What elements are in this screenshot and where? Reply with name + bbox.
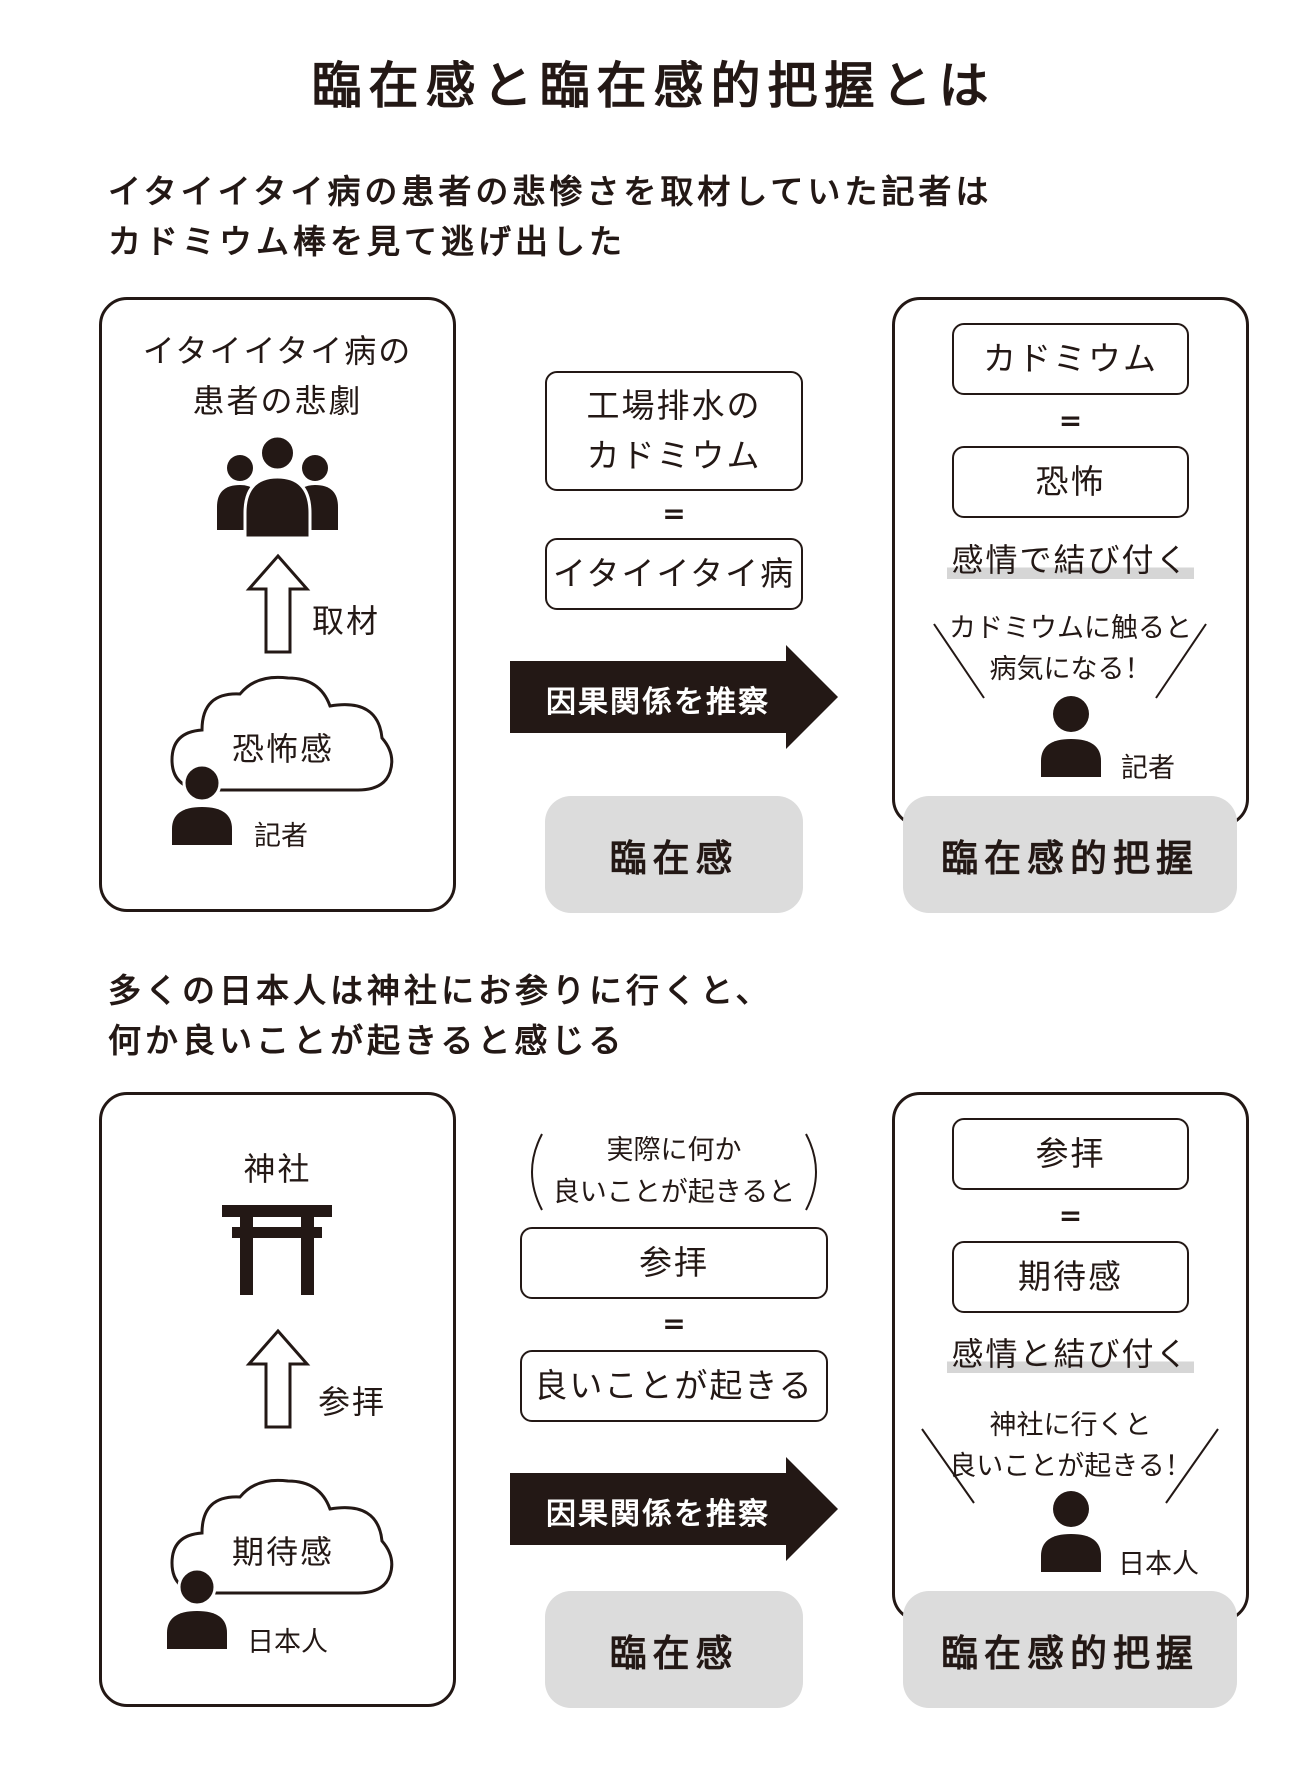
concept-presence: 臨在感 — [545, 796, 803, 913]
worship-label: 参拝 — [318, 1383, 387, 1421]
people-group-icon — [217, 434, 338, 540]
cause-box: 工場排水の カドミウム — [545, 371, 803, 491]
condition-note: 実際に何か 良いことが起きると — [520, 1130, 828, 1214]
page-title: 臨在感と臨在感的把握とは — [311, 57, 996, 115]
speech-lines — [921, 1428, 1219, 1504]
person-label: 日本人 — [247, 1627, 328, 1658]
infer-causality-label: 因果関係を推察 — [546, 1497, 770, 1532]
thought-cloud-icon — [170, 1478, 394, 1595]
left-panel-top-text: イタイイタイ病の 患者の悲劇 — [99, 326, 456, 426]
concept-presence-grasp: 臨在感的把握 — [903, 1591, 1237, 1708]
speech-line2: 病気になる！ — [989, 654, 1152, 685]
cloud-text: 期待感 — [231, 1533, 334, 1571]
thought-cloud-icon — [170, 675, 394, 792]
person-icon — [167, 1567, 227, 1649]
left-panel — [99, 297, 456, 912]
section-heading-line1: イタイイタイ病の患者の悲惨さを取材していた記者は — [108, 172, 993, 211]
top-text-line1: イタイイタイ病の — [142, 332, 413, 370]
left-panel-top-text: 神社 — [243, 1150, 312, 1188]
parentheses — [531, 1133, 817, 1211]
section-heading-line1: 多くの日本人は神社にお参りに行くと、 — [108, 971, 773, 1010]
person-icon — [1041, 696, 1101, 777]
cause-line1: 工場排水の — [586, 386, 762, 425]
person-label-right: 日本人 — [1118, 1549, 1199, 1580]
equals-sign: = — [662, 497, 686, 530]
note-line1: 実際に何か — [606, 1135, 742, 1166]
belief-speech: 神社に行くと 良いことが起きる！ — [892, 1405, 1249, 1487]
emotional-bond-label: 感情で結び付く — [947, 541, 1194, 579]
speech-line2: 良いことが起きる！ — [949, 1451, 1192, 1482]
person-label-right: 記者 — [1121, 753, 1175, 784]
speech-line1: カドミウムに触ると — [949, 613, 1192, 644]
infer-causality-label: 因果関係を推察 — [546, 685, 770, 720]
emotional-bond-text: 感情で結び付く — [892, 535, 1249, 581]
equals-sign-right: = — [1058, 1199, 1083, 1232]
concept-presence: 臨在感 — [545, 1591, 803, 1708]
object-box: 参拝 — [952, 1118, 1189, 1190]
right-arrow-icon — [510, 1457, 838, 1561]
section-heading-line2: カドミウム棒を見て逃げ出した — [108, 222, 626, 261]
top-text-line2: 患者の悲劇 — [192, 382, 363, 420]
emotion-box: 恐怖 — [952, 446, 1189, 518]
equals-sign: = — [662, 1307, 686, 1340]
up-arrow-icon — [245, 1328, 311, 1429]
interview-label: 取材 — [312, 602, 381, 640]
person-icon — [172, 763, 232, 845]
person-icon — [1041, 1491, 1101, 1572]
equals-sign-right: = — [1058, 404, 1083, 437]
section-heading-line2: 何か良いことが起きると感じる — [108, 1021, 626, 1060]
effect-box: 良いことが起きる — [520, 1350, 828, 1422]
emotional-bond-label: 感情と結び付く — [947, 1335, 1194, 1373]
cause-line2: カドミウム — [586, 436, 762, 475]
person-label: 記者 — [254, 821, 308, 852]
cloud-text: 恐怖感 — [231, 730, 334, 768]
emotional-bond-text: 感情と結び付く — [892, 1329, 1249, 1375]
belief-speech: カドミウムに触ると 病気になる！ — [892, 608, 1249, 690]
emotion-box: 期待感 — [952, 1241, 1189, 1313]
right-arrow-icon — [510, 645, 838, 749]
speech-lines — [933, 623, 1207, 699]
up-arrow-icon — [245, 553, 311, 654]
concept-presence-grasp: 臨在感的把握 — [903, 796, 1237, 913]
note-line2: 良いことが起きると — [552, 1177, 796, 1208]
torii-gate-icon — [222, 1205, 332, 1295]
speech-line1: 神社に行くと — [989, 1410, 1152, 1441]
object-box: カドミウム — [952, 323, 1189, 395]
effect-box: イタイイタイ病 — [545, 538, 803, 610]
cause-box: 参拝 — [520, 1227, 828, 1299]
